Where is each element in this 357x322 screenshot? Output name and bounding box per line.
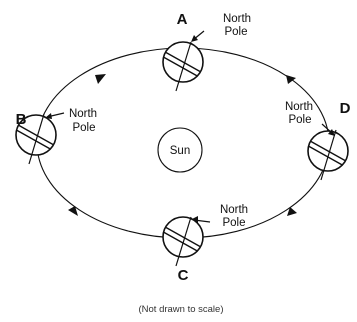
position-c-pole-line1: North <box>220 204 248 216</box>
sun-label: Sun <box>170 145 190 157</box>
sun: Sun <box>157 127 203 173</box>
position-d-pole-line1: North <box>285 101 313 113</box>
position-a-label: A <box>177 11 188 28</box>
position-b-pole-line2: Pole <box>72 122 95 134</box>
orbit-arrow-top-left <box>95 74 106 84</box>
position-b-label: B <box>16 111 27 128</box>
position-b-pole-line1: North <box>69 108 97 120</box>
position-d-label: D <box>340 100 351 117</box>
position-a-pole-line1: North <box>223 13 251 25</box>
position-a-pole-line2: Pole <box>224 26 247 38</box>
earth-position-d: D North Pole <box>285 100 351 181</box>
earth-position-a: A North Pole <box>162 11 251 92</box>
orbit-arrow-top-right <box>286 75 296 84</box>
earth-position-c: C North Pole <box>162 204 248 284</box>
orbit-arrow-bottom-right <box>287 207 297 216</box>
orbit-arrow-bottom-left <box>68 206 78 216</box>
orbit-arrows <box>68 74 297 216</box>
scale-note: (Not drawn to scale) <box>138 304 223 315</box>
position-d-pole-line2: Pole <box>288 114 311 126</box>
position-c-pole-line2: Pole <box>222 217 245 229</box>
position-c-label: C <box>178 267 189 284</box>
earth-position-b: B North Pole <box>15 108 97 165</box>
